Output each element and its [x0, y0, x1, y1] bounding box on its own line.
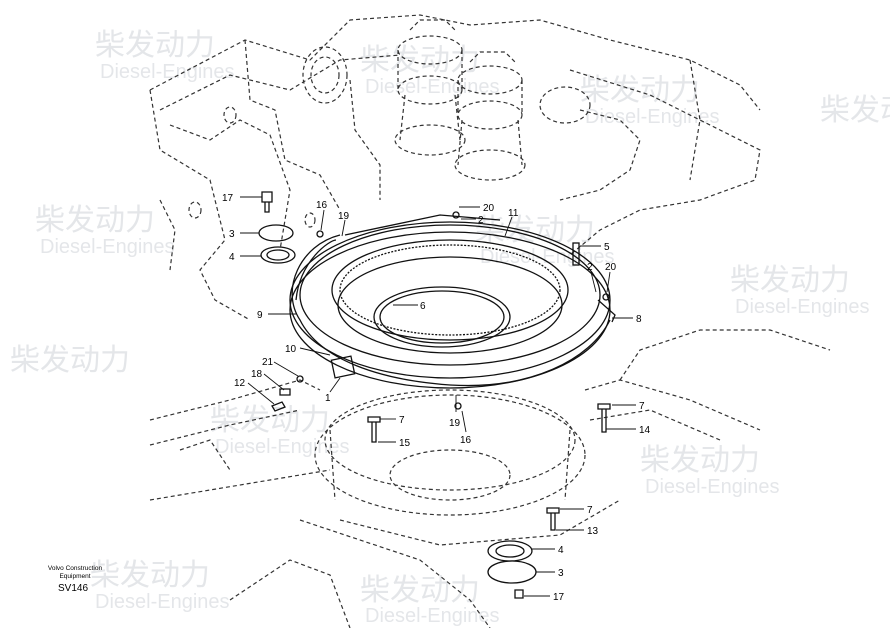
callout-13: 13	[587, 526, 599, 537]
callout-20: 20	[483, 203, 495, 214]
grease-tube	[291, 234, 611, 387]
callout-12: 12	[234, 378, 246, 389]
publisher-caption: Volvo Construction Equipment	[30, 565, 120, 581]
swing-motor-left	[394, 19, 466, 156]
callout-19: 19	[449, 418, 461, 429]
watermark-en: Diesel-Engines	[215, 436, 350, 458]
callout-2: 2	[478, 215, 484, 226]
callout-3: 3	[229, 229, 235, 240]
watermark-en: Diesel-Engines	[480, 246, 615, 268]
callout-18: 18	[251, 369, 263, 380]
callout-3: 3	[558, 568, 564, 579]
callout-7: 7	[639, 401, 645, 412]
watermark-cn: 柴发动力	[360, 573, 480, 608]
watermark-cn: 柴发动力	[730, 263, 850, 298]
watermark-en: Diesel-Engines	[365, 76, 500, 98]
watermark-layer: 柴发动力 Diesel-Engines 柴发动力 Diesel-Engines …	[10, 28, 890, 627]
watermark-en: Diesel-Engines	[95, 591, 230, 613]
callout-21: 21	[262, 357, 274, 368]
callout-17: 17	[222, 193, 234, 204]
callout-6: 6	[420, 301, 426, 312]
callout-17: 17	[553, 592, 565, 603]
callout-20: 20	[605, 262, 617, 273]
watermark-cn: 柴发动力	[10, 343, 130, 378]
callout-11: 11	[508, 208, 519, 219]
swing-motor-right	[454, 51, 526, 181]
callout-7: 7	[587, 505, 593, 516]
watermark-cn: 柴发动力	[210, 403, 330, 438]
upper-frame-outline	[149, 14, 761, 321]
callout-4: 4	[558, 545, 564, 556]
company-line-2: Equipment	[59, 573, 91, 580]
watermark-cn: 柴发动力	[35, 203, 155, 238]
callout-9: 9	[257, 310, 263, 321]
callout-15: 15	[399, 438, 411, 449]
callout-19: 19	[338, 211, 350, 222]
pin	[572, 242, 580, 266]
watermark-en: Diesel-Engines	[100, 61, 235, 83]
callout-5: 5	[604, 242, 610, 253]
grease-block	[330, 355, 356, 379]
watermark-cn: 柴发动力	[475, 213, 595, 248]
callout-8: 8	[636, 314, 642, 325]
diagram-code: SV146	[58, 583, 89, 594]
upper-tube	[344, 214, 501, 236]
watermark-cn: 柴发动力	[95, 28, 215, 63]
swing-ring-assembly	[289, 214, 616, 389]
watermark-en: Diesel-Engines	[40, 236, 175, 258]
callout-2: 2	[587, 262, 593, 273]
watermark-cn: 柴发动力	[90, 558, 210, 593]
callout-7: 7	[399, 415, 405, 426]
callout-1: 1	[325, 393, 331, 404]
lower-frame-outline	[149, 329, 831, 628]
callout-16: 16	[460, 435, 472, 446]
watermark-en: Diesel-Engines	[735, 296, 870, 318]
watermark-en: Diesel-Engines	[645, 476, 780, 498]
watermark-cn: 柴发动力	[640, 443, 760, 478]
company-line-1: Volvo Construction	[47, 565, 103, 572]
callout-10: 10	[285, 344, 297, 355]
callout-labels: 17 3 4 16 19 20 2 11 5 2 20 6 9 8 10 21 …	[222, 193, 651, 603]
outer-race	[289, 221, 611, 379]
watermark-cn: 柴发动力	[360, 43, 480, 78]
watermark-en: Diesel-Engines	[365, 605, 500, 627]
internal-gear	[331, 239, 569, 341]
seal-ring	[373, 286, 511, 348]
callout-14: 14	[639, 425, 651, 436]
callout-16: 16	[316, 200, 328, 211]
callout-4: 4	[229, 252, 235, 263]
leader-lines	[240, 196, 636, 597]
watermark-en: Diesel-Engines	[585, 106, 720, 128]
watermark-cn: 柴发动力	[820, 93, 890, 128]
hardware-parts	[258, 191, 611, 599]
